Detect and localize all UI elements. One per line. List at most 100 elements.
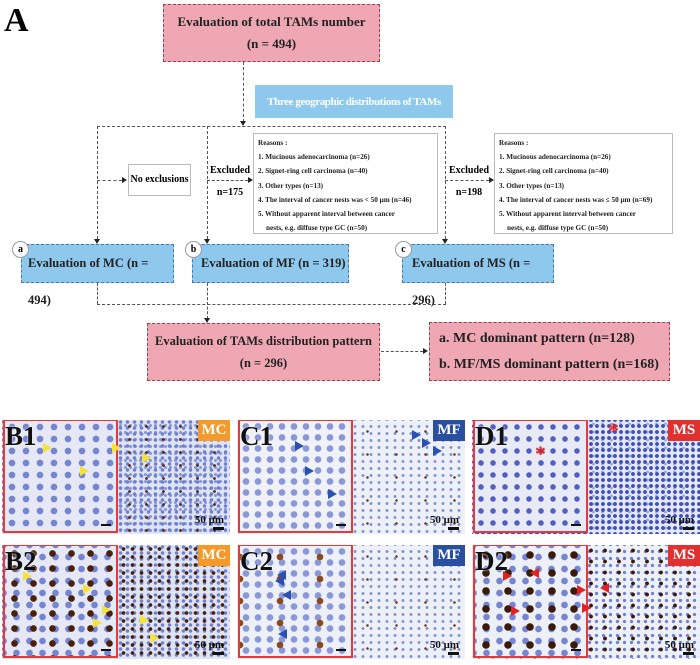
arrowhead-icon [282, 590, 291, 600]
connector [381, 351, 423, 352]
panel-b2: B2 MC 50 μm [2, 545, 230, 659]
arrowhead-icon [305, 466, 314, 476]
badge-b: b [185, 241, 202, 258]
badge-a: a [12, 241, 29, 258]
reason-item: 4. The interval of cancer nests was < 50… [258, 195, 412, 204]
connector [207, 126, 208, 239]
reason-item: 3. Other types (n=13) [258, 181, 324, 190]
connector [445, 126, 446, 239]
excluded-mf-label: Excluded n=175 [210, 160, 250, 204]
figure-label: A [4, 2, 29, 39]
connector [97, 126, 98, 239]
arrowhead-icon [277, 570, 286, 580]
inset-magnified: * [473, 420, 588, 533]
inset-magnified [3, 545, 118, 658]
arrowhead-icon [140, 615, 149, 625]
panel-tag: MS [668, 545, 700, 566]
arrow-right-icon [489, 177, 494, 183]
connector [97, 180, 122, 181]
arrowhead-icon [93, 618, 102, 628]
scale-bar: 50 μm [430, 639, 459, 655]
arrow-down-icon [442, 239, 448, 244]
arrow-down-icon [204, 239, 210, 244]
excluded-count: n=198 [455, 187, 483, 198]
panel-d1: * * D1 MS 50 μm [472, 420, 700, 534]
inset-magnified [238, 545, 353, 658]
panel-label: B1 [5, 421, 37, 451]
scale-text: 50 μm [194, 514, 224, 526]
connector [97, 126, 446, 127]
arrowhead-icon [328, 489, 337, 499]
panel-c2: C2 MF 50 μm [237, 545, 465, 659]
panel-c1: C1 MF 50 μm [237, 420, 465, 534]
inset-scale-bar [101, 524, 111, 526]
arrowhead-icon [295, 441, 304, 451]
scale-bar: 50 μm [665, 639, 694, 655]
excluded-text: Excluded [210, 165, 251, 176]
connector [207, 180, 248, 181]
box-text: b. MF/MS dominant pattern (n=168) [439, 357, 659, 372]
box-text: (n = 296) [239, 356, 288, 370]
arrow-right-icon [122, 177, 127, 183]
panel-label: B2 [5, 546, 37, 576]
arrowhead-icon [23, 571, 32, 581]
reason-item: 1. Mucinous adenocarcinoma (n=26) [499, 153, 611, 162]
eval-mc-box: Evaluation of MC (n = 494) [21, 244, 174, 307]
arrowhead-icon [278, 629, 287, 639]
scale-text: 50 μm [664, 514, 694, 526]
geographic-distributions-box: Three geographic distributions of TAMs [255, 85, 453, 118]
reasons-title: Reasons : [258, 139, 288, 147]
arrowhead-icon [150, 633, 159, 643]
badge-c: c [395, 241, 412, 258]
reasons-ms-box: Reasons : 1. Mucinous adenocarcinoma (n=… [494, 133, 673, 234]
arrowhead-icon [102, 605, 111, 615]
box-text: Evaluation of total TAMs number [177, 14, 366, 29]
panel-tag: MF [433, 420, 465, 441]
arrowhead-icon [83, 584, 92, 594]
scale-text: 50 μm [429, 639, 459, 651]
eval-mf-box: Evaluation of MF (n = 319) [192, 244, 349, 283]
inset-scale-bar [336, 649, 346, 651]
arrowhead-icon [577, 585, 586, 595]
arrow-right-icon [423, 348, 428, 354]
arrowhead-icon [422, 438, 431, 448]
reason-item: nests, e.g. diffuse type GC (n=50) [266, 224, 368, 233]
arrowhead-icon [530, 568, 539, 578]
connector [97, 283, 98, 304]
reason-item: 1. Mucinous adenocarcinoma (n=26) [258, 153, 370, 162]
arrow-down-icon [240, 121, 246, 126]
reasons-title: Reasons : [499, 139, 529, 147]
connector [445, 180, 489, 181]
arrowhead-icon [43, 443, 52, 453]
inset-scale-bar [336, 524, 346, 526]
connector [97, 304, 446, 305]
arrowhead-icon [600, 583, 609, 593]
arrowhead-icon [80, 466, 89, 476]
reasons-mf-box: Reasons : 1. Mucinous adenocarcinoma (n=… [253, 133, 438, 234]
reason-item: 4. The interval of cancer nests was ≤ 50… [499, 195, 653, 204]
arrowhead-icon [412, 430, 421, 440]
geographic-distributions-text: Three geographic distributions of TAMs [267, 95, 441, 108]
inset-magnified [473, 545, 588, 658]
scale-text: 50 μm [664, 639, 694, 651]
distribution-pattern-box: Evaluation of TAMs distribution pattern … [147, 323, 380, 381]
reason-item: 2. Signet-ring cell carcinoma (n=40) [499, 167, 609, 176]
inset-scale-bar [571, 524, 581, 526]
panel-label: C2 [240, 546, 273, 576]
panel-tag: MC [198, 420, 230, 441]
excluded-text: Excluded [449, 165, 490, 176]
no-exclusions-box: No exclusions [128, 164, 191, 196]
arrowhead-icon [503, 571, 512, 581]
arrow-down-icon [94, 239, 100, 244]
eval-ms-box: Evaluation of MS (n = 296) [402, 244, 554, 307]
reason-item: 3. Other types (n=13) [499, 181, 565, 190]
connector [243, 62, 244, 122]
arrowhead-icon [142, 453, 151, 463]
connector [207, 283, 208, 319]
scale-text: 50 μm [194, 639, 224, 651]
pattern-result-box: a. MC dominant pattern (n=128) b. MF/MS … [429, 322, 670, 381]
reason-item: nests, e.g. diffuse type GC (n=50) [507, 224, 609, 233]
asterisk-icon: * [608, 420, 619, 443]
box-text: Evaluation of TAMs distribution pattern [155, 334, 372, 348]
